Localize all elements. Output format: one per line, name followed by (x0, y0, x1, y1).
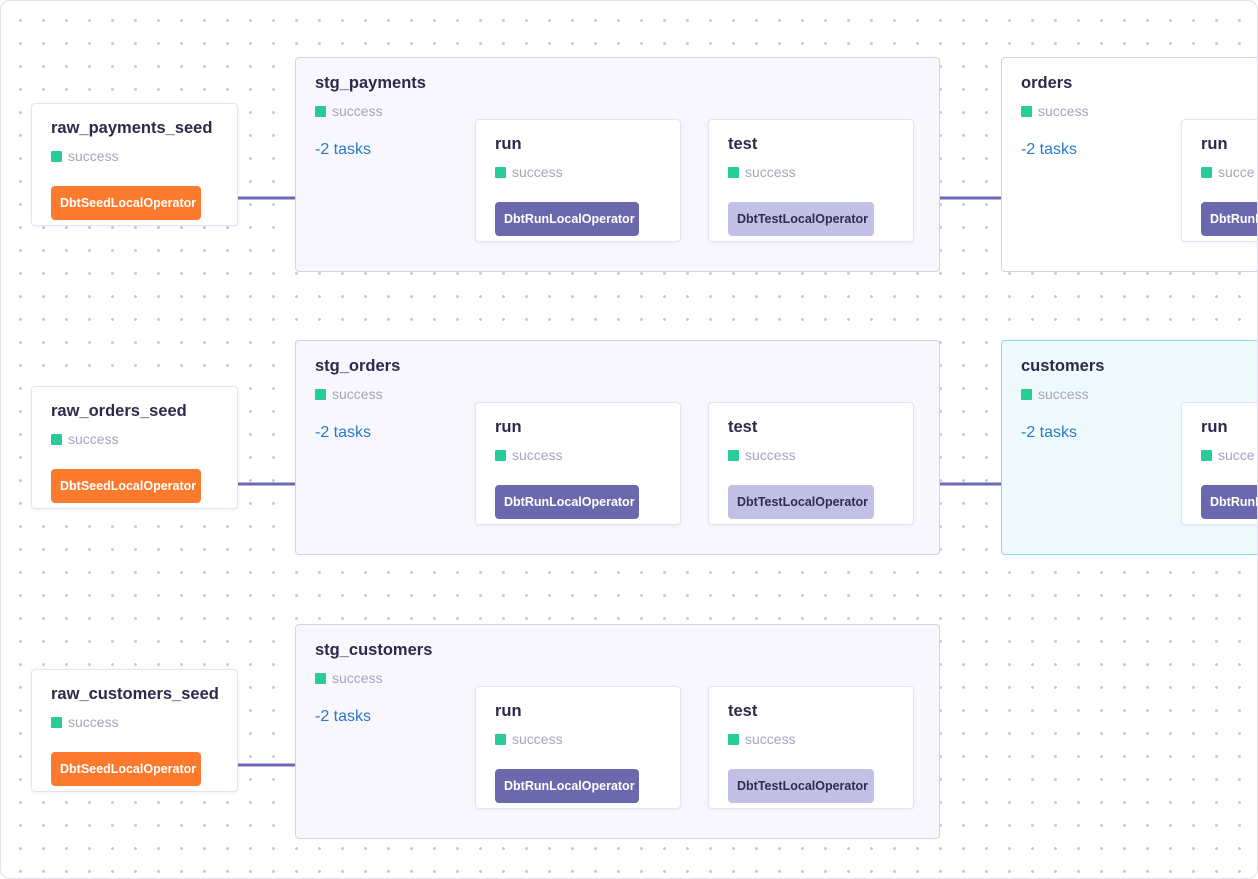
group-title: customers (1021, 357, 1105, 375)
node-title: run (495, 418, 522, 436)
success-icon (728, 166, 739, 178)
status-label: success (68, 714, 119, 730)
node-title: run (1201, 135, 1228, 153)
success-icon (1201, 166, 1212, 178)
status-label: success (745, 164, 796, 180)
task-node-orders-run[interactable]: run succe DbtRunL (1181, 119, 1257, 242)
node-title: run (495, 135, 522, 153)
group-title: orders (1021, 74, 1073, 92)
success-icon (1021, 105, 1032, 117)
group-title: stg_orders (315, 357, 401, 375)
status-indicator: success (51, 431, 119, 447)
status-label: success (1038, 386, 1089, 402)
status-indicator: success (51, 148, 119, 164)
status-label: success (512, 731, 563, 747)
status-label: success (512, 447, 563, 463)
status-indicator: success (728, 731, 796, 747)
node-title: run (495, 702, 522, 720)
node-title: run (1201, 418, 1228, 436)
operator-badge: DbtRunL (1201, 202, 1257, 236)
node-title: test (728, 702, 758, 720)
operator-badge: DbtRunLocalOperator (495, 485, 639, 519)
success-icon (728, 733, 739, 745)
operator-badge: DbtTestLocalOperator (728, 769, 874, 803)
operator-badge: DbtSeedLocalOperator (51, 469, 201, 503)
status-label: succe (1218, 447, 1255, 463)
status-label: success (332, 103, 383, 119)
success-icon (51, 433, 62, 445)
status-indicator: success (1021, 386, 1089, 402)
status-indicator: success (315, 103, 383, 119)
success-icon (315, 388, 326, 400)
operator-badge: DbtRunLocalOperator (495, 769, 639, 803)
collapse-tasks-link[interactable]: -2 tasks (1021, 141, 1078, 158)
operator-badge: DbtRunL (1201, 485, 1257, 519)
success-icon (315, 672, 326, 684)
success-icon (1021, 388, 1032, 400)
status-indicator: succe (1201, 447, 1255, 463)
status-label: success (512, 164, 563, 180)
status-indicator: success (315, 670, 383, 686)
task-node-stg-orders-run[interactable]: run success DbtRunLocalOperator (475, 402, 681, 525)
task-node-stg-customers-test[interactable]: test success DbtTestLocalOperator (708, 686, 914, 809)
status-indicator: success (495, 731, 563, 747)
status-indicator: success (315, 386, 383, 402)
task-node-stg-payments-run[interactable]: run success DbtRunLocalOperator (475, 119, 681, 242)
operator-badge: DbtTestLocalOperator (728, 485, 874, 519)
success-icon (495, 733, 506, 745)
status-label: success (68, 431, 119, 447)
node-title: test (728, 135, 758, 153)
collapse-tasks-link[interactable]: -2 tasks (315, 141, 372, 158)
success-icon (495, 166, 506, 178)
success-icon (315, 105, 326, 117)
status-label: success (68, 148, 119, 164)
operator-badge: DbtRunLocalOperator (495, 202, 639, 236)
node-title: raw_customers_seed (51, 685, 219, 703)
status-label: success (332, 670, 383, 686)
collapse-tasks-link[interactable]: -2 tasks (315, 424, 372, 441)
task-node-stg-customers-run[interactable]: run success DbtRunLocalOperator (475, 686, 681, 809)
status-label: success (745, 447, 796, 463)
node-title: raw_orders_seed (51, 402, 187, 420)
status-indicator: success (495, 447, 563, 463)
operator-badge: DbtSeedLocalOperator (51, 752, 201, 786)
group-title: stg_payments (315, 74, 426, 92)
success-icon (51, 716, 62, 728)
success-icon (51, 150, 62, 162)
operator-badge: DbtTestLocalOperator (728, 202, 874, 236)
seed-node-raw-orders[interactable]: raw_orders_seed success DbtSeedLocalOper… (31, 386, 238, 509)
status-label: success (1038, 103, 1089, 119)
task-node-customers-run[interactable]: run succe DbtRunL (1181, 402, 1257, 525)
operator-badge: DbtSeedLocalOperator (51, 186, 201, 220)
status-indicator: success (1021, 103, 1089, 119)
task-node-stg-payments-test[interactable]: test success DbtTestLocalOperator (708, 119, 914, 242)
task-node-stg-orders-test[interactable]: test success DbtTestLocalOperator (708, 402, 914, 525)
status-indicator: success (495, 164, 563, 180)
status-label: success (745, 731, 796, 747)
status-indicator: success (728, 447, 796, 463)
seed-node-raw-customers[interactable]: raw_customers_seed success DbtSeedLocalO… (31, 669, 238, 792)
node-title: test (728, 418, 758, 436)
group-title: stg_customers (315, 641, 433, 659)
status-indicator: success (728, 164, 796, 180)
success-icon (1201, 449, 1212, 461)
status-indicator: success (51, 714, 119, 730)
collapse-tasks-link[interactable]: -2 tasks (1021, 424, 1078, 441)
success-icon (728, 449, 739, 461)
collapse-tasks-link[interactable]: -2 tasks (315, 708, 372, 725)
status-label: success (332, 386, 383, 402)
status-label: succe (1218, 164, 1255, 180)
success-icon (495, 449, 506, 461)
status-indicator: succe (1201, 164, 1255, 180)
seed-node-raw-payments[interactable]: raw_payments_seed success DbtSeedLocalOp… (31, 103, 238, 226)
node-title: raw_payments_seed (51, 119, 213, 137)
